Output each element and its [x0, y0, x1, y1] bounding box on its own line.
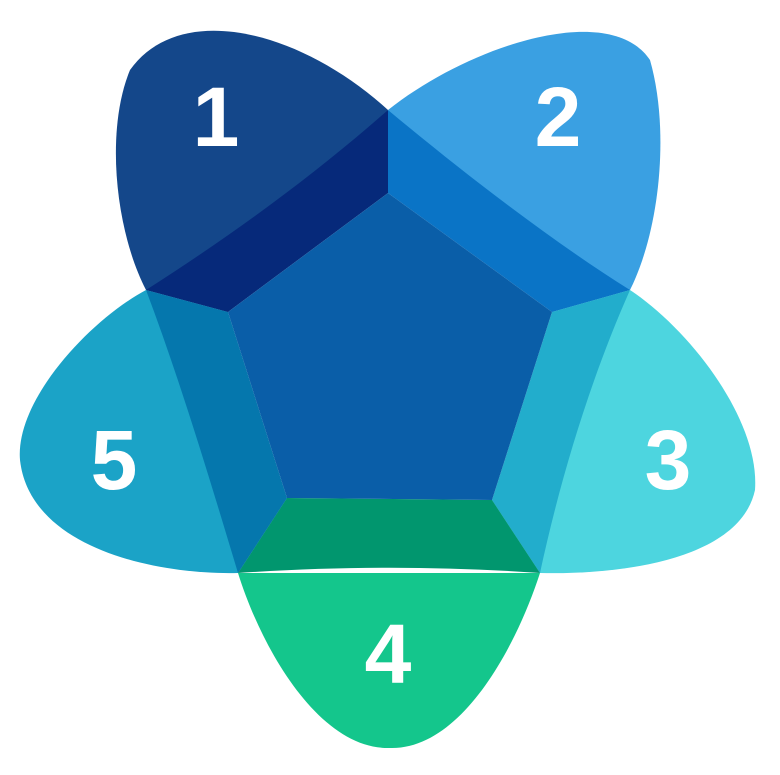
overlap-4-5 [238, 498, 540, 573]
petal-3-label: 3 [645, 413, 692, 507]
petal-4-label: 4 [365, 607, 412, 701]
overlap-1-2 [146, 110, 388, 312]
center-region [228, 193, 552, 500]
overlap-2-3 [388, 110, 630, 312]
petal-3 [492, 290, 756, 574]
petal-1-label: 1 [193, 70, 240, 164]
overlap-5-1 [146, 290, 287, 573]
petal-4 [238, 573, 540, 749]
petal-1 [115, 30, 389, 312]
petal-2 [388, 31, 661, 312]
petal-2-label: 2 [535, 70, 582, 164]
overlap-3-4 [492, 290, 630, 573]
petal-5-label: 5 [91, 413, 138, 507]
